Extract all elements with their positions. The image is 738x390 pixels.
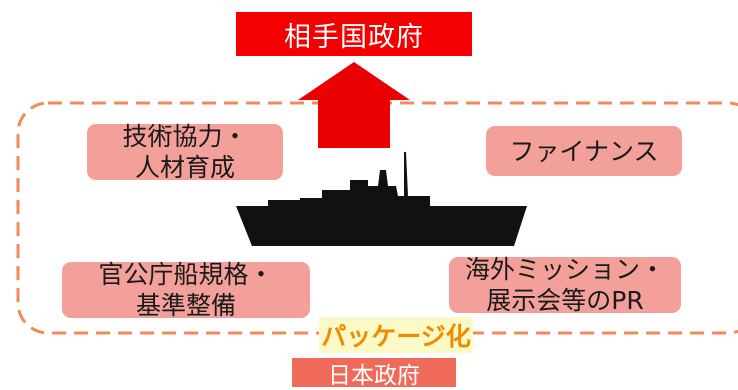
standards-item: 官公庁船規格・ 基準整備 bbox=[62, 260, 310, 320]
finance-item: ファイナンス bbox=[486, 126, 682, 176]
japan-government-box: 日本政府 bbox=[292, 358, 456, 389]
pr-item: 海外ミッション・ 展示会等のPR bbox=[449, 255, 681, 315]
tech-cooperation-item: 技術協力・ 人材育成 bbox=[87, 122, 283, 182]
package-label: パッケージ化 bbox=[319, 317, 473, 353]
partner-government-box: 相手国政府 bbox=[236, 12, 472, 56]
